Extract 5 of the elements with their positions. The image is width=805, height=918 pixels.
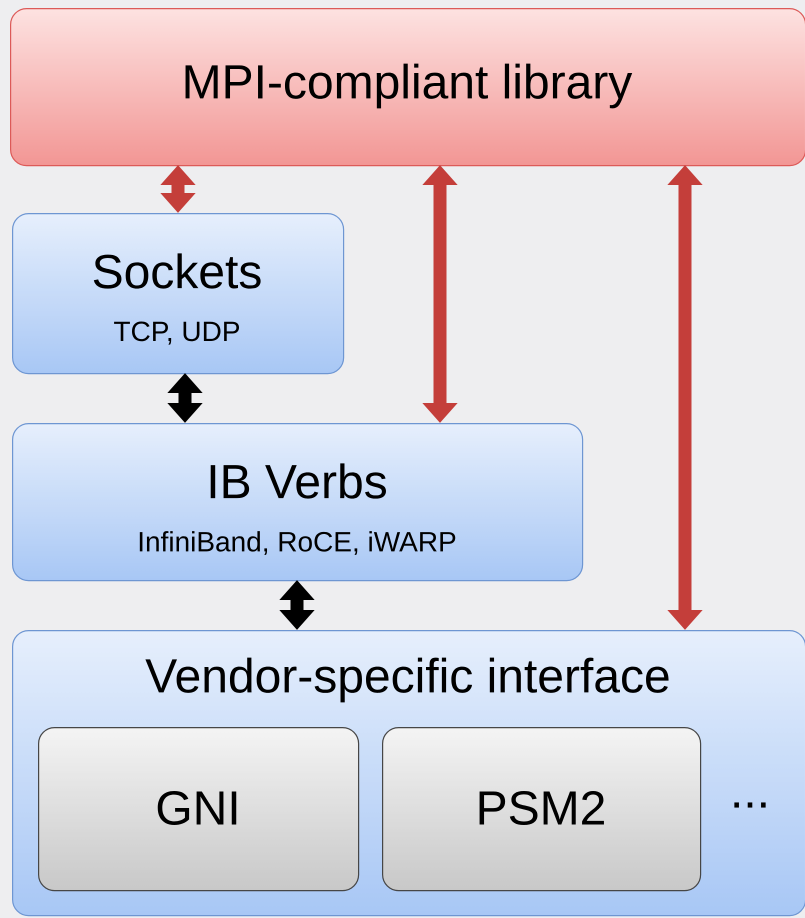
interface-box: PSM2 [382, 727, 702, 892]
layer-box: Sockets TCP, UDP [12, 213, 344, 374]
library-box: MPI-compliant library [10, 8, 805, 166]
interface-box: GNI [38, 727, 360, 892]
layer-box: IB Verbs InfiniBand, RoCE, iWARP [12, 423, 584, 582]
